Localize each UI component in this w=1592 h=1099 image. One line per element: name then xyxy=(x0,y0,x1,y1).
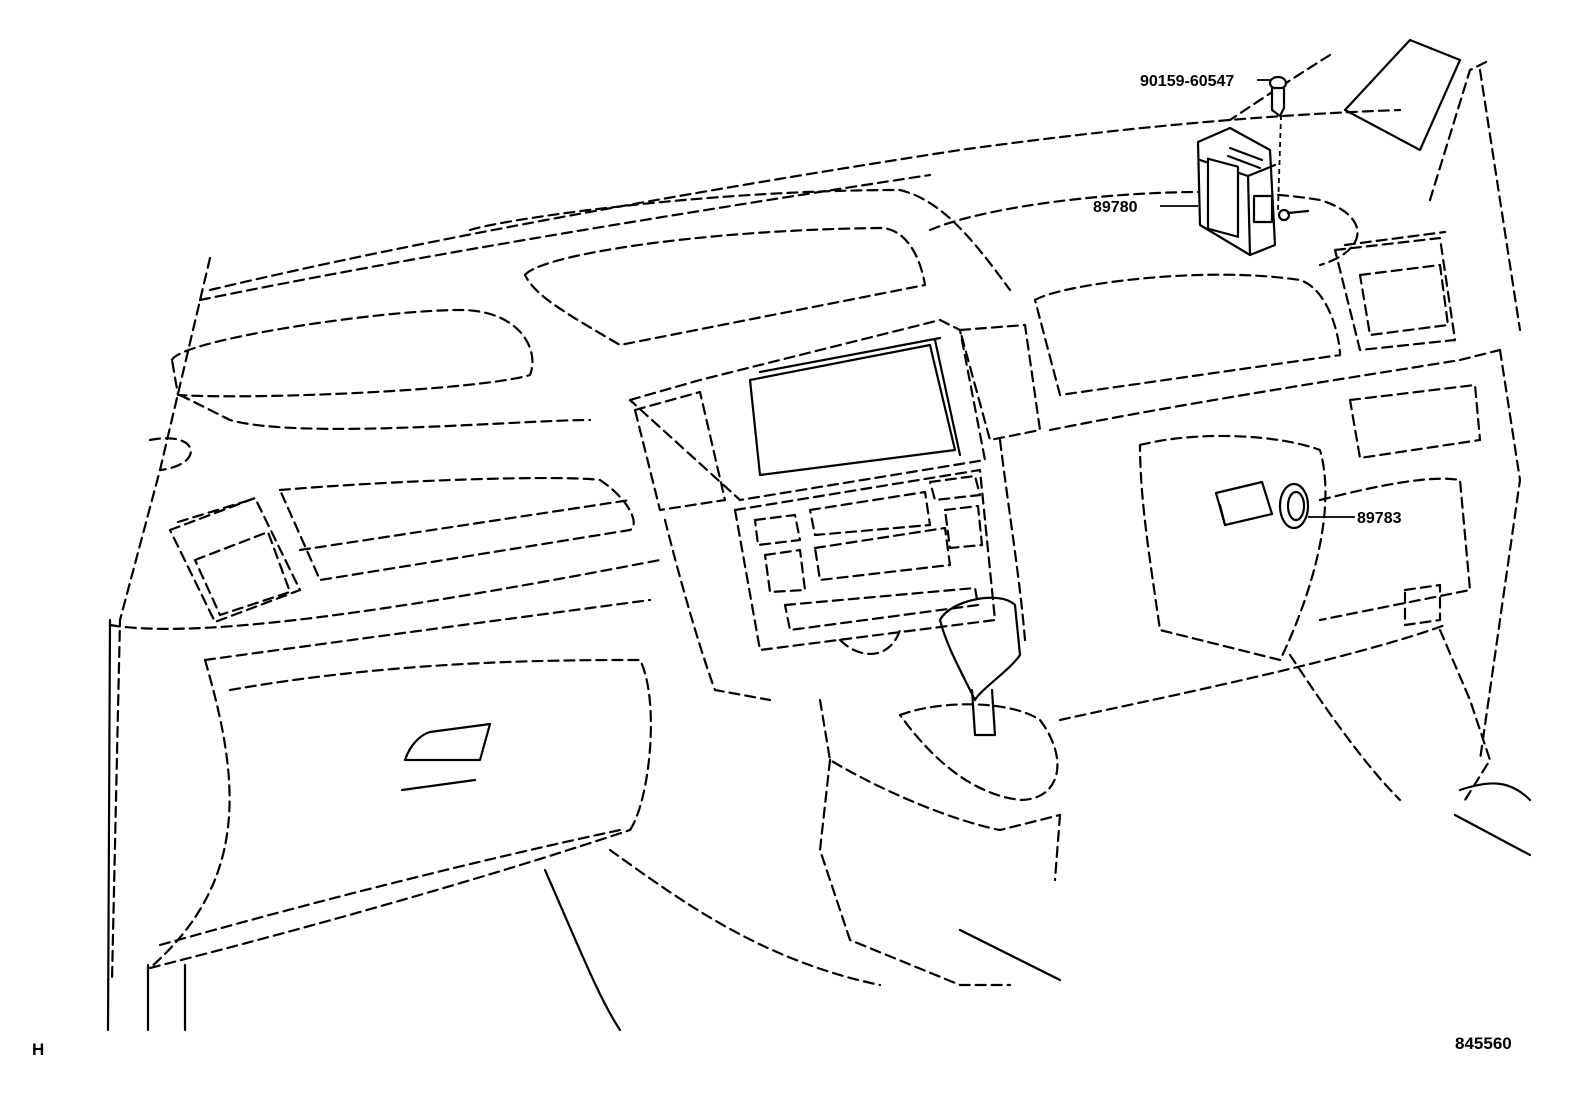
callout-label-screw: 90159-60547 xyxy=(1140,73,1234,90)
coil-icon xyxy=(1214,480,1310,530)
callout-label-coil: 89783 xyxy=(1357,510,1402,527)
computer-unit-icon xyxy=(1196,126,1310,257)
section-code: H xyxy=(32,1040,45,1059)
drawing-number: 845560 xyxy=(1455,1034,1512,1053)
callout-label-computer: 89780 xyxy=(1093,199,1138,216)
dashboard-outline xyxy=(106,38,1532,1032)
screw-icon xyxy=(1268,75,1288,211)
